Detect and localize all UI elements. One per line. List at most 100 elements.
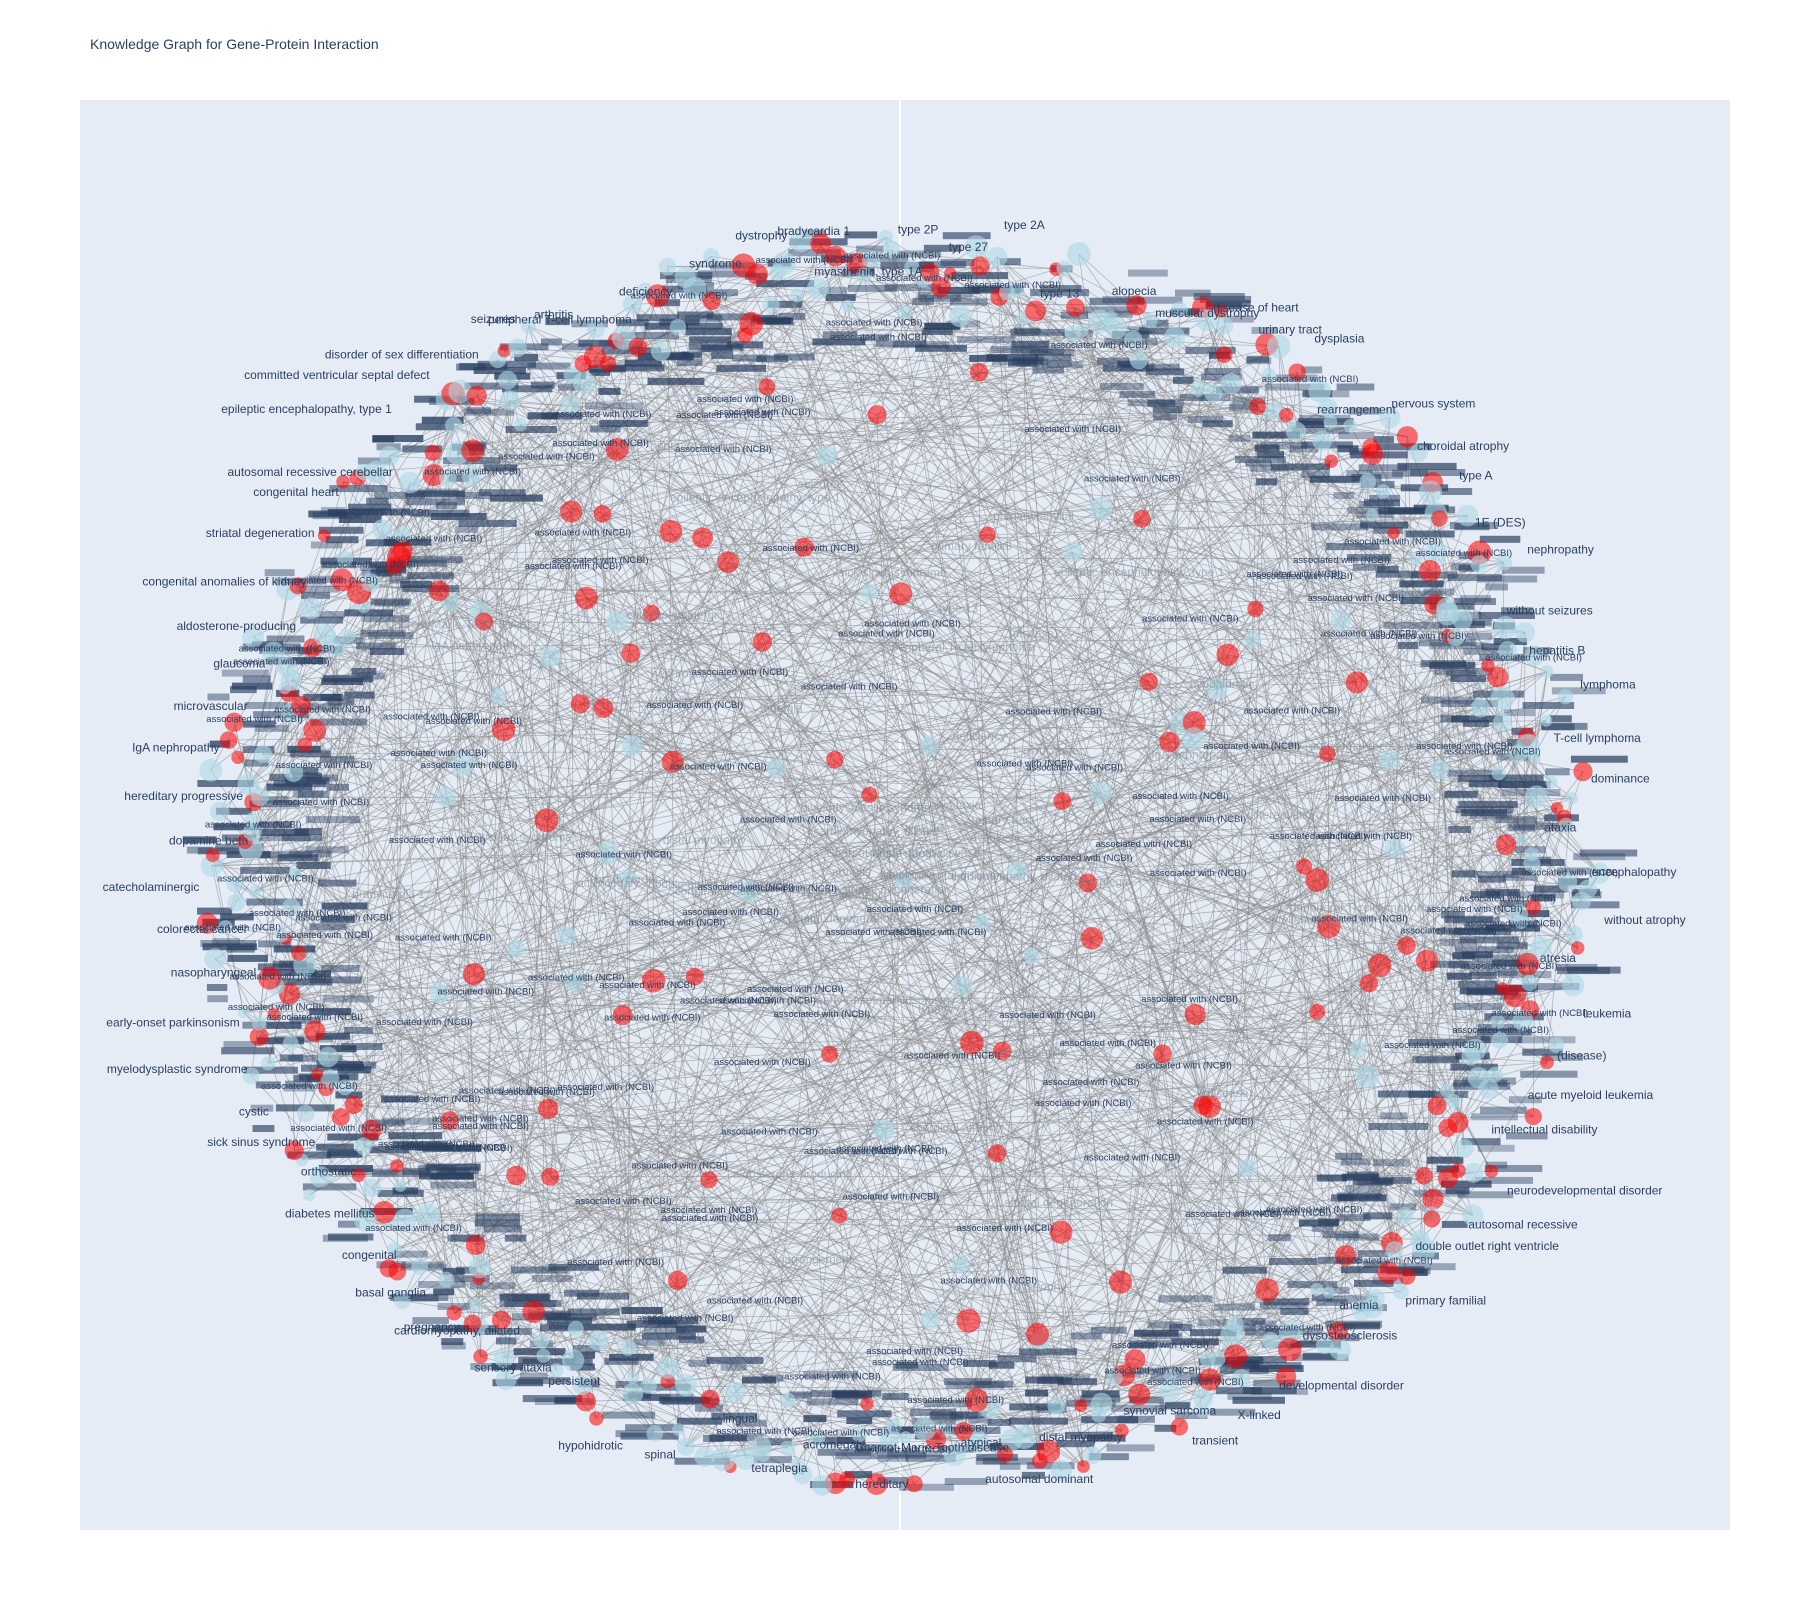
- entity-node[interactable]: [841, 299, 854, 312]
- entity-node[interactable]: [1498, 641, 1518, 661]
- disease-node[interactable]: [1437, 1168, 1458, 1189]
- disease-node[interactable]: [1387, 526, 1400, 540]
- disease-node[interactable]: [1540, 1055, 1554, 1070]
- disease-node[interactable]: [249, 1027, 269, 1047]
- entity-node[interactable]: [1385, 1241, 1404, 1260]
- entity-node[interactable]: [683, 276, 707, 300]
- entity-node[interactable]: [973, 913, 990, 930]
- entity-node[interactable]: [766, 758, 787, 779]
- entity-node[interactable]: [1384, 838, 1405, 859]
- disease-node[interactable]: [570, 694, 590, 714]
- disease-node[interactable]: [889, 582, 912, 606]
- disease-node[interactable]: [1334, 1245, 1356, 1267]
- entity-node[interactable]: [572, 371, 596, 394]
- disease-node[interactable]: [224, 712, 244, 732]
- disease-node[interactable]: [1361, 443, 1384, 465]
- entity-node[interactable]: [1418, 480, 1443, 504]
- disease-node[interactable]: [1317, 914, 1341, 939]
- entity-node[interactable]: [951, 1256, 970, 1274]
- entity-node[interactable]: [964, 235, 989, 260]
- entity-node[interactable]: [1395, 1207, 1414, 1225]
- disease-node[interactable]: [428, 580, 450, 602]
- entity-node[interactable]: [248, 885, 261, 899]
- disease-node[interactable]: [1066, 298, 1085, 317]
- entity-node[interactable]: [1557, 872, 1578, 892]
- disease-node[interactable]: [593, 698, 614, 718]
- disease-node[interactable]: [1133, 510, 1151, 528]
- disease-node[interactable]: [1247, 600, 1264, 618]
- entity-node[interactable]: [539, 645, 561, 667]
- entity-node[interactable]: [1323, 1286, 1336, 1299]
- disease-node[interactable]: [970, 256, 990, 276]
- entity-node[interactable]: [806, 277, 830, 300]
- disease-node[interactable]: [534, 808, 559, 833]
- entity-node[interactable]: [469, 1298, 484, 1313]
- entity-node[interactable]: [1195, 1404, 1210, 1419]
- entity-node[interactable]: [445, 416, 463, 434]
- entity-node[interactable]: [1124, 330, 1143, 349]
- entity-node[interactable]: [586, 320, 605, 339]
- disease-node[interactable]: [1503, 984, 1527, 1008]
- disease-node[interactable]: [1249, 397, 1267, 415]
- entity-node[interactable]: [495, 1369, 517, 1391]
- disease-node[interactable]: [332, 1108, 350, 1126]
- disease-node[interactable]: [284, 1140, 304, 1161]
- entity-node[interactable]: [341, 629, 356, 644]
- entity-node[interactable]: [1199, 1351, 1216, 1368]
- entity-node[interactable]: [1164, 326, 1186, 348]
- entity-node[interactable]: [734, 1446, 758, 1471]
- disease-node[interactable]: [466, 385, 487, 406]
- entity-node[interactable]: [1267, 334, 1291, 359]
- entity-node[interactable]: [986, 246, 1008, 268]
- entity-node[interactable]: [1238, 1159, 1256, 1177]
- disease-node[interactable]: [821, 1045, 839, 1063]
- entity-node[interactable]: [261, 641, 286, 665]
- disease-node[interactable]: [969, 362, 989, 382]
- disease-node[interactable]: [1216, 643, 1239, 667]
- entity-node[interactable]: [1463, 1162, 1484, 1183]
- entity-node[interactable]: [1514, 622, 1536, 643]
- disease-node[interactable]: [979, 526, 996, 543]
- disease-node[interactable]: [747, 263, 768, 285]
- disease-node[interactable]: [700, 1389, 720, 1409]
- entity-node[interactable]: [1393, 1283, 1409, 1300]
- disease-node[interactable]: [1278, 1337, 1302, 1362]
- disease-node[interactable]: [330, 568, 354, 592]
- disease-node[interactable]: [865, 1473, 888, 1495]
- entity-node[interactable]: [948, 304, 972, 328]
- disease-node[interactable]: [392, 540, 413, 561]
- entity-node[interactable]: [779, 1440, 796, 1457]
- entity-node[interactable]: [1478, 1078, 1499, 1099]
- entity-node[interactable]: [646, 1425, 664, 1442]
- entity-node[interactable]: [439, 469, 457, 487]
- entity-node[interactable]: [1278, 1319, 1303, 1344]
- disease-node[interactable]: [1288, 363, 1306, 381]
- entity-node[interactable]: [237, 1006, 250, 1019]
- disease-node[interactable]: [463, 1314, 482, 1333]
- entity-node[interactable]: [237, 773, 260, 796]
- entity-node[interactable]: [451, 752, 475, 776]
- entity-node[interactable]: [1067, 242, 1091, 266]
- entity-node[interactable]: [862, 250, 880, 269]
- entity-node[interactable]: [296, 1104, 315, 1123]
- entity-node[interactable]: [1540, 714, 1553, 727]
- disease-node[interactable]: [1423, 1210, 1441, 1228]
- entity-node[interactable]: [218, 920, 233, 935]
- entity-node[interactable]: [1000, 1428, 1024, 1451]
- entity-node[interactable]: [618, 869, 636, 887]
- disease-node[interactable]: [473, 1349, 488, 1364]
- disease-node[interactable]: [1223, 1344, 1248, 1368]
- entity-node[interactable]: [1495, 553, 1513, 571]
- disease-node[interactable]: [954, 1422, 973, 1441]
- entity-node[interactable]: [289, 867, 302, 880]
- disease-node[interactable]: [422, 464, 445, 487]
- entity-node[interactable]: [438, 1271, 455, 1288]
- disease-node[interactable]: [702, 291, 721, 310]
- entity-node[interactable]: [282, 1035, 299, 1051]
- entity-node[interactable]: [1142, 313, 1158, 329]
- entity-node[interactable]: [1557, 689, 1573, 705]
- entity-node[interactable]: [724, 1381, 747, 1404]
- entity-node[interactable]: [1454, 1139, 1474, 1158]
- disease-node[interactable]: [996, 1446, 1014, 1463]
- disease-node[interactable]: [497, 344, 511, 358]
